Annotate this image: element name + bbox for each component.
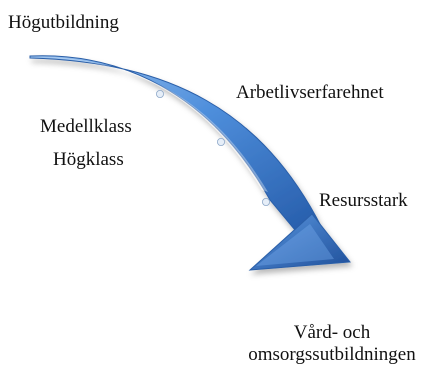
label-medellklass: Medellklass: [40, 116, 132, 137]
arrow-marker-2: [216, 137, 225, 146]
end-label: Vård- och omsorgssutbildningen: [222, 322, 442, 366]
label-resursstark: Resursstark: [319, 190, 408, 211]
arrow-marker-1: [155, 90, 164, 99]
arrow-marker-3: [261, 197, 270, 206]
label-arbetslivserfarenhet: Arbetlivserfarehnet: [236, 82, 384, 103]
label-hogklass: Högklass: [53, 149, 124, 170]
end-label-line-1: Vård- och: [293, 322, 371, 343]
end-label-line-2: omsorgssutbildningen: [248, 344, 416, 365]
start-label: Högutbildning: [8, 12, 119, 33]
